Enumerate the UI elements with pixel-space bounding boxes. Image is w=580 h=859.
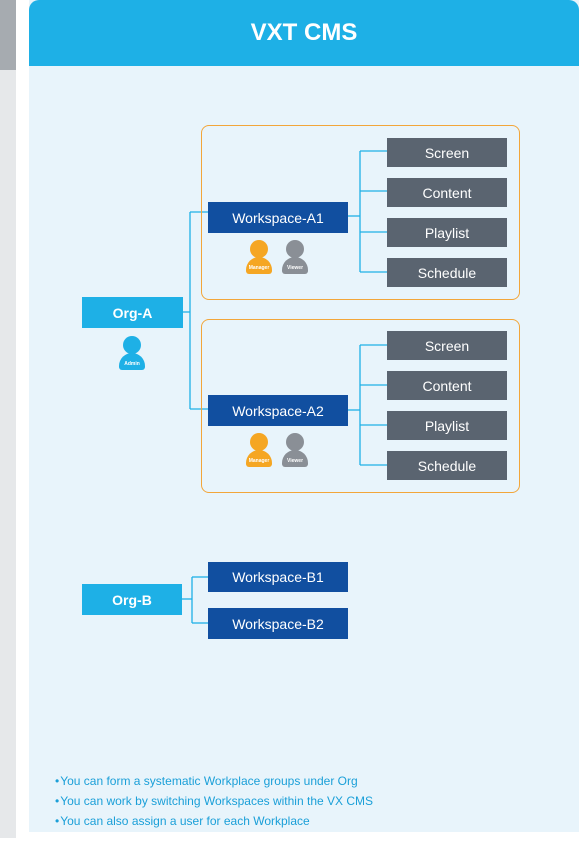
manager-icon: Manager — [246, 240, 272, 274]
item-label: Content — [422, 377, 472, 394]
manager-label: Manager — [248, 458, 270, 464]
header-bar: VXT CMS — [29, 0, 579, 66]
diagram-panel: VXT CMS — [29, 0, 579, 832]
workspace-a2-box[interactable]: Workspace-A2 — [208, 395, 348, 426]
item-label: Playlist — [424, 417, 470, 434]
item-label: Schedule — [417, 457, 477, 474]
workspace-a1-group — [201, 125, 520, 300]
connector-lines — [182, 150, 387, 624]
item-screen[interactable]: Screen — [387, 138, 507, 167]
workspace-b1-label: Workspace-B1 — [232, 569, 324, 585]
item-content[interactable]: Content — [387, 371, 507, 400]
item-playlist[interactable]: Playlist — [387, 218, 507, 247]
admin-icon: Admin — [119, 336, 145, 370]
workspace-b2-box[interactable]: Workspace-B2 — [208, 608, 348, 639]
item-label: Playlist — [424, 224, 470, 241]
item-label: Content — [422, 184, 472, 201]
viewer-label: Viewer — [286, 458, 304, 464]
workspace-a2-label: Workspace-A2 — [232, 402, 324, 419]
page-title: VXT CMS — [250, 19, 358, 46]
workspace-a1-label: Workspace-A1 — [232, 209, 324, 226]
side-tab[interactable] — [0, 0, 16, 70]
workspace-b2-label: Workspace-B2 — [232, 615, 324, 632]
admin-label: Admin — [124, 361, 140, 367]
item-playlist[interactable]: Playlist — [387, 411, 507, 440]
viewer-icon: Viewer — [282, 433, 308, 467]
note-item: You can also assign a user for each Work… — [55, 811, 373, 831]
item-content[interactable]: Content — [387, 178, 507, 207]
viewer-label: Viewer — [286, 265, 304, 271]
notes-list: You can form a systematic Workplace grou… — [55, 771, 373, 831]
item-schedule[interactable]: Schedule — [387, 258, 507, 287]
manager-icon: Manager — [246, 433, 272, 467]
org-a-label: Org-A — [112, 304, 153, 321]
org-b-label: Org-B — [112, 591, 152, 608]
viewer-icon: Viewer — [282, 240, 308, 274]
item-label: Screen — [424, 144, 470, 161]
manager-label: Manager — [248, 265, 270, 271]
note-item: You can form a systematic Workplace grou… — [55, 771, 373, 791]
workspace-b1-box[interactable]: Workspace-B1 — [208, 562, 348, 592]
org-a-box[interactable]: Org-A — [82, 297, 183, 328]
item-label: Screen — [424, 337, 470, 354]
workspace-a2-group — [201, 319, 520, 493]
org-b-box[interactable]: Org-B — [82, 584, 182, 615]
item-screen[interactable]: Screen — [387, 331, 507, 360]
side-strip — [0, 0, 16, 838]
workspace-a1-box[interactable]: Workspace-A1 — [208, 202, 348, 233]
item-label: Schedule — [417, 264, 477, 281]
note-item: You can work by switching Workspaces wit… — [55, 791, 373, 811]
item-schedule[interactable]: Schedule — [387, 451, 507, 480]
